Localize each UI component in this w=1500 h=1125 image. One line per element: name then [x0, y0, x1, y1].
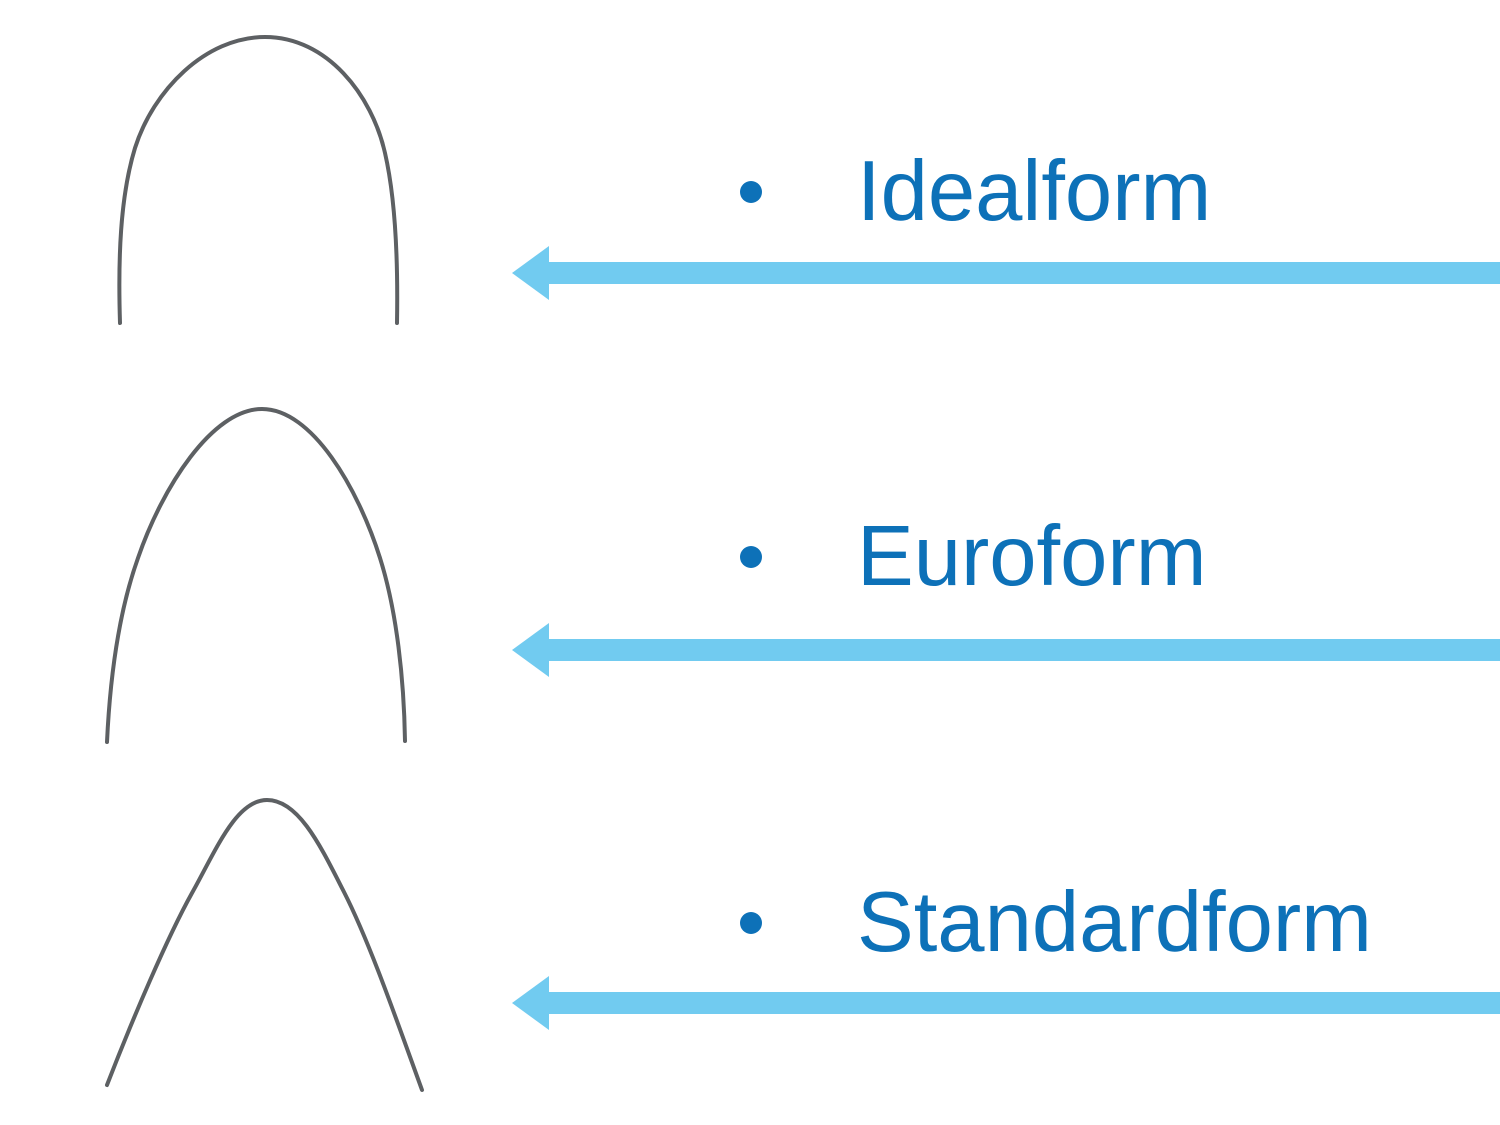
item-label-euroform: Euroform: [857, 509, 1207, 604]
left-arrow-icon: [512, 623, 1500, 677]
standardform-archwire-image: [105, 797, 424, 1092]
list-item-euroform: Euroform: [740, 514, 1207, 599]
euroform-archwire-image: [105, 406, 407, 744]
left-arrow-icon: [512, 976, 1500, 1030]
bullet-icon: [740, 180, 762, 203]
list-item-standardform: Standardform: [740, 880, 1372, 965]
item-label-idealform: Idealform: [857, 144, 1212, 239]
item-label-standardform: Standardform: [857, 875, 1372, 970]
left-arrow-icon: [512, 246, 1500, 300]
idealform-archwire-image: [117, 34, 400, 325]
bullet-icon: [740, 911, 762, 934]
bullet-icon: [740, 545, 762, 568]
list-item-idealform: Idealform: [740, 149, 1211, 234]
